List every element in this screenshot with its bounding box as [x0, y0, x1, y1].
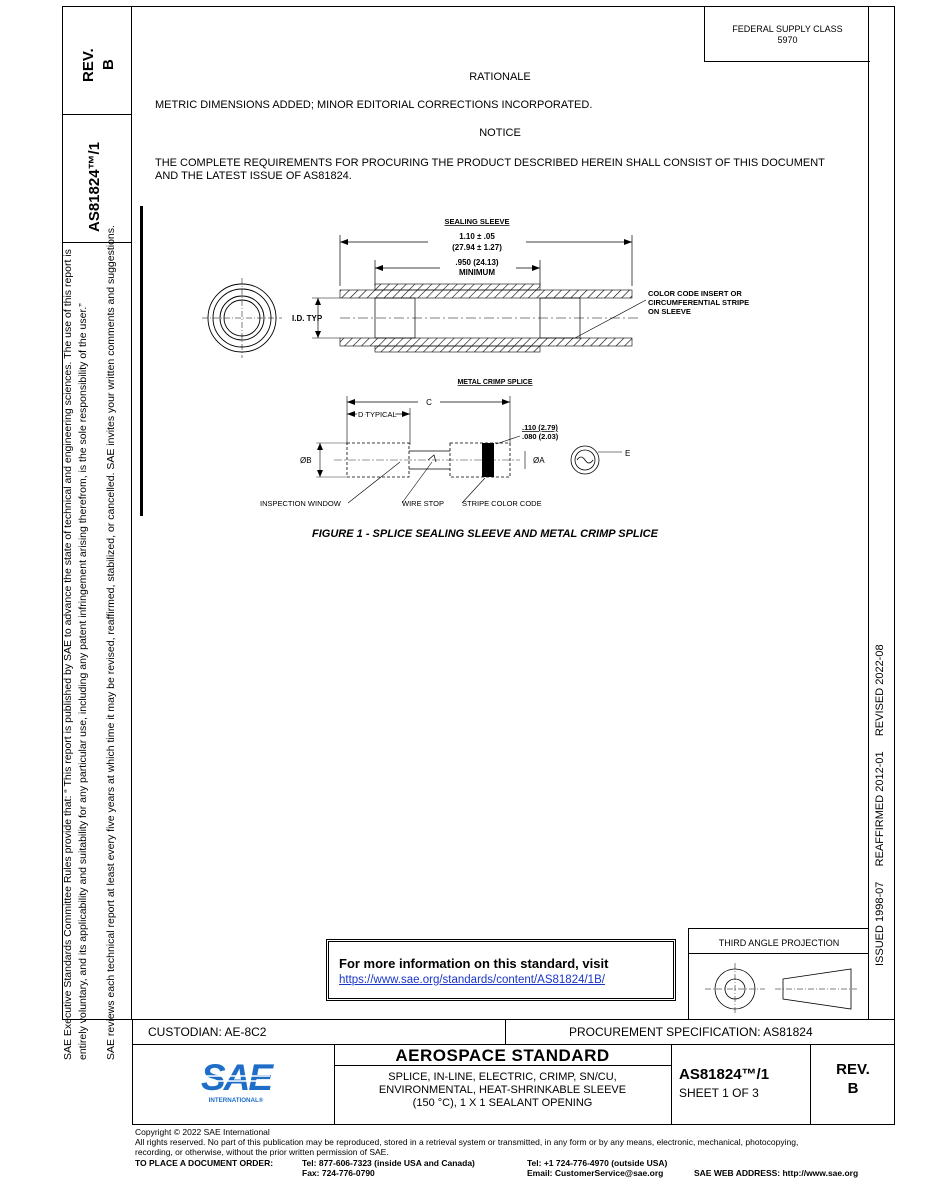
sae-logo-sub: INTERNATIONAL®: [209, 1097, 264, 1104]
more-info-title: For more information on this standard, v…: [339, 956, 609, 971]
page-frame: [62, 6, 869, 1020]
stripe-color-code-label: STRIPE COLOR CODE: [462, 499, 542, 508]
doc-box-divider: [62, 242, 132, 243]
legal-notice-line3: SAE reviews each technical report at lea…: [105, 225, 117, 1060]
splice-figure: SEALING SLEEVE 1.10 ± .05 (27.94 ± 1.27)…: [202, 217, 749, 508]
footer: Copyright © 2022 SAE International All r…: [135, 1127, 935, 1157]
dim-e-label: E: [625, 449, 630, 458]
legal-notice-line1: SAE Executive Standards Committee Rules …: [62, 249, 74, 1060]
wire-stop-label: WIRE STOP: [402, 499, 444, 508]
color-code-line2: CIRCUMFERENTIAL STRIPE: [648, 298, 749, 307]
dim-080-label: .080 (2.03): [522, 432, 559, 441]
color-code-line1: COLOR CODE INSERT OR: [648, 289, 742, 298]
side-doc-number: AS81824™/1: [86, 141, 103, 232]
title-doc-number: AS81824™/1: [679, 1066, 770, 1083]
dim-b-label: ØB: [300, 456, 312, 465]
sleeve-length-metric: (27.94 ± 1.27): [452, 243, 502, 252]
sae-logo-text: SAE: [201, 1057, 274, 1098]
procurement-spec: PROCUREMENT SPECIFICATION: AS81824: [569, 1025, 813, 1039]
tel-outside: Tel: +1 724-776-4970 (outside USA): [527, 1158, 668, 1168]
dim-d-label: D TYPICAL: [358, 410, 397, 419]
dim-c-label: C: [426, 398, 432, 407]
sae-logo: SAE INTERNATIONAL®: [201, 1057, 274, 1104]
federal-supply-class: FEDERAL SUPPLY CLASS 5970: [704, 6, 870, 62]
order-label: TO PLACE A DOCUMENT ORDER:: [135, 1158, 274, 1168]
sleeve-length: 1.10 ± .05: [459, 232, 495, 241]
document-description: SPLICE, IN-LINE, ELECTRIC, CRIMP, SN/CU,…: [378, 1071, 627, 1109]
sealing-sleeve-title: SEALING SLEEVE: [444, 217, 509, 226]
notice-text: THE COMPLETE REQUIREMENTS FOR PROCURING …: [155, 157, 825, 182]
issue-dates: ISSUED 1998-07 REAFFIRMED 2012-01 REVISE…: [874, 644, 886, 966]
title-block: CUSTODIAN: AE-8C2 PROCUREMENT SPECIFICAT…: [132, 1020, 895, 1125]
rationale-text: METRIC DIMENSIONS ADDED; MINOR EDITORIAL…: [155, 99, 593, 111]
notice-heading: NOTICE: [479, 127, 521, 139]
legal-notice-line2: entirely voluntary, and its applicabilit…: [77, 303, 89, 1060]
title-revision: REV. B: [836, 1061, 870, 1097]
fsc-label: FEDERAL SUPPLY CLASS: [732, 24, 843, 34]
dim-a-label: ØA: [533, 456, 545, 465]
tel-usa: Tel: 877-606-7323 (inside USA and Canada…: [302, 1158, 475, 1168]
standard-link[interactable]: https://www.sae.org/standards/content/AS…: [339, 974, 605, 986]
min-label: MINIMUM: [459, 268, 495, 277]
projection-symbol: [705, 963, 857, 1015]
rationale-heading: RATIONALE: [469, 71, 531, 83]
document-type: AEROSPACE STANDARD: [395, 1046, 610, 1065]
color-code-line3: ON SLEEVE: [648, 307, 691, 316]
sheet-number: SHEET 1 OF 3: [679, 1086, 759, 1100]
fsc-value: 5970: [777, 35, 798, 45]
custodian: CUSTODIAN: AE-8C2: [148, 1025, 267, 1039]
projection-label: THIRD ANGLE PROJECTION: [718, 938, 840, 948]
right-margin-column: [869, 6, 895, 1020]
web-address[interactable]: SAE WEB ADDRESS: http://www.sae.org: [694, 1168, 859, 1178]
side-rev-label: REV.: [80, 48, 97, 82]
dim-110-label: .110 (2.79): [522, 423, 558, 432]
more-info-box: For more information on this standard, v…: [326, 939, 676, 1001]
rights-line1: All rights reserved. No part of this pub…: [135, 1137, 799, 1147]
min-length: .950 (24.13): [455, 258, 498, 267]
inspection-window-label: INSPECTION WINDOW: [260, 499, 342, 508]
copyright: Copyright © 2022 SAE International: [135, 1127, 270, 1137]
metal-crimp-title: METAL CRIMP SPLICE: [457, 379, 532, 386]
change-bar: [140, 206, 143, 516]
rights-line2: recording, or otherwise, without the pri…: [135, 1147, 389, 1157]
fax: Fax: 724-776-0790: [302, 1168, 375, 1178]
figure-caption: FIGURE 1 - SPLICE SEALING SLEEVE AND MET…: [312, 528, 658, 540]
third-angle-projection: THIRD ANGLE PROJECTION: [688, 928, 869, 1020]
side-rev-value: B: [100, 59, 117, 70]
email[interactable]: Email: CustomerService@sae.org: [527, 1168, 664, 1178]
left-margin-column: [62, 6, 132, 1020]
rev-box-divider: [62, 114, 132, 115]
id-typ-label: I.D. TYP: [292, 314, 323, 323]
